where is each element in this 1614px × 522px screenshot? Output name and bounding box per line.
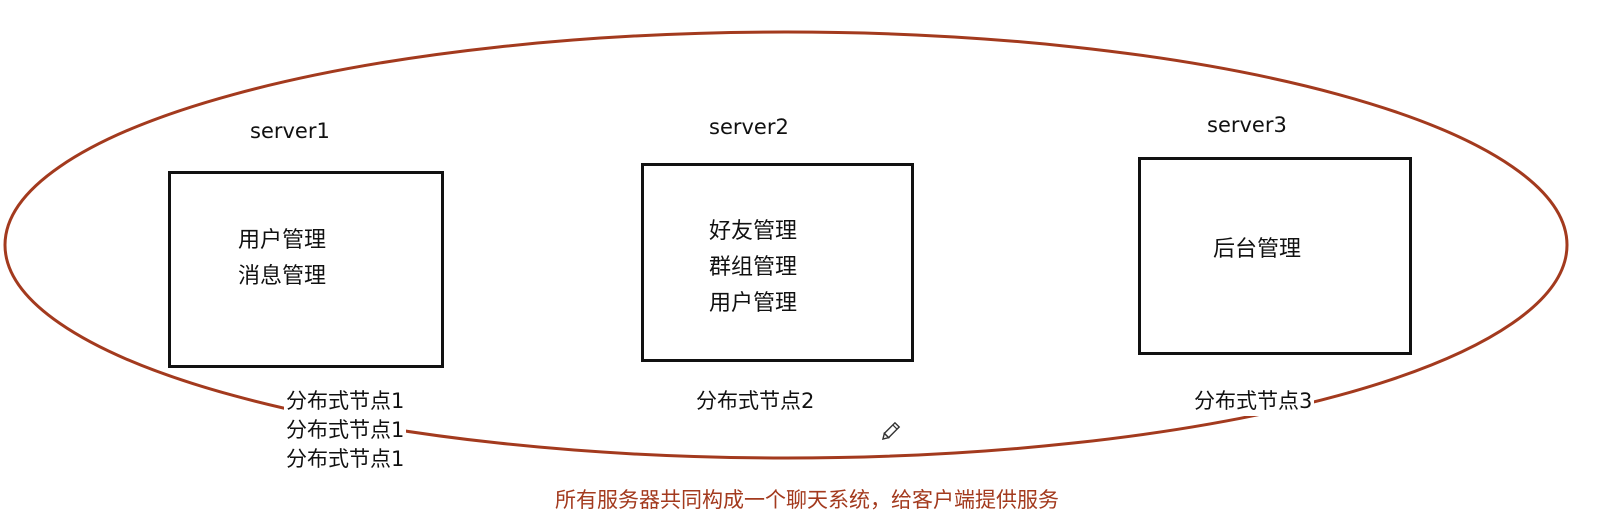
pencil-icon <box>881 421 901 441</box>
server1-node-1: 分布式节点1 <box>286 389 405 413</box>
server2-module-2: 群组管理 <box>709 255 798 280</box>
server1-module-2: 消息管理 <box>238 264 327 289</box>
server3-node-1: 分布式节点3 <box>1194 389 1313 413</box>
server1-nodes: 分布式节点1 分布式节点1 分布式节点1 <box>284 387 407 474</box>
server2-node-1: 分布式节点2 <box>696 389 815 413</box>
server2-modules: 好友管理 群组管理 用户管理 <box>709 214 797 322</box>
server3-box <box>1138 157 1412 355</box>
server1-modules: 用户管理 消息管理 <box>238 223 326 295</box>
server1-label: server1 <box>250 119 330 143</box>
server3-label: server3 <box>1207 113 1287 137</box>
server1-node-2: 分布式节点1 <box>286 418 405 442</box>
server1-module-1: 用户管理 <box>238 228 327 253</box>
server1-node-3: 分布式节点1 <box>286 447 405 471</box>
server2-label: server2 <box>709 115 789 139</box>
server3-modules: 后台管理 <box>1213 232 1301 268</box>
server3-nodes: 分布式节点3 <box>1192 387 1315 416</box>
server2-module-1: 好友管理 <box>709 219 798 244</box>
server2-nodes: 分布式节点2 <box>694 387 817 416</box>
server2-module-3: 用户管理 <box>709 291 798 316</box>
server2-box <box>641 163 914 362</box>
caption: 所有服务器共同构成一个聊天系统，给客户端提供服务 <box>555 488 1059 512</box>
server3-module-1: 后台管理 <box>1213 237 1302 262</box>
server1-box <box>168 171 444 368</box>
